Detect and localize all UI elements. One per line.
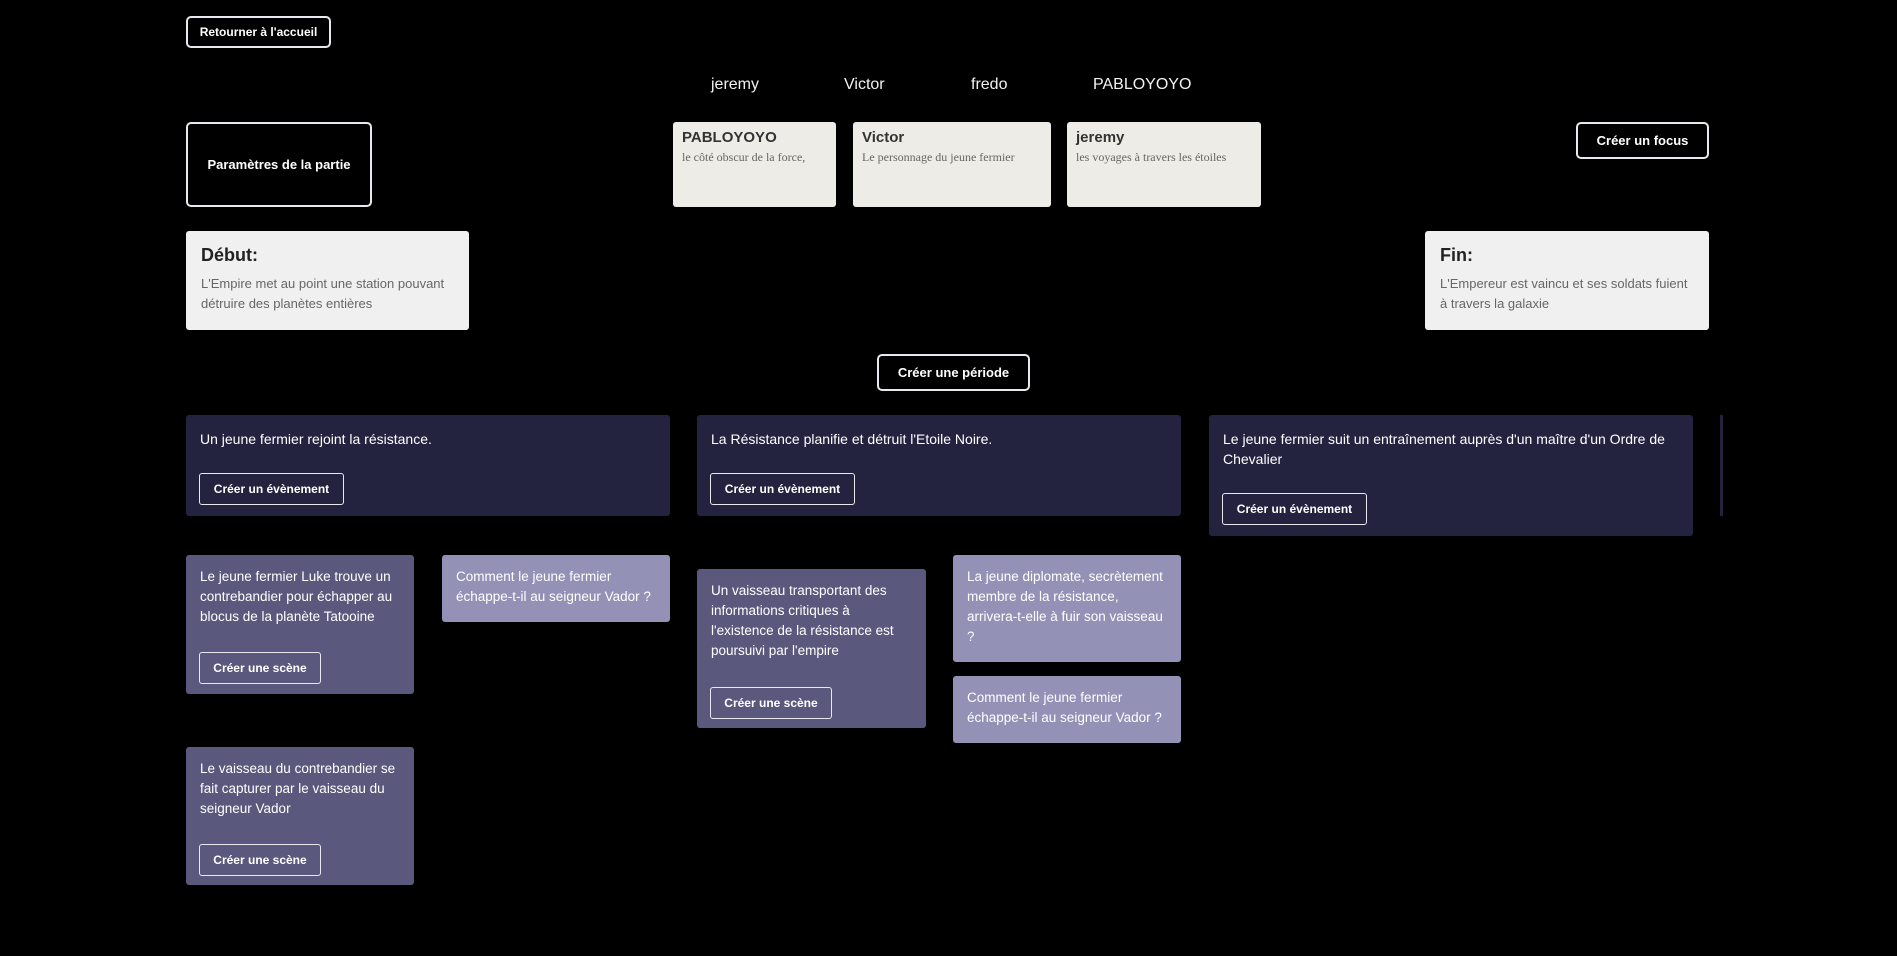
focus-description: les voyages à travers les étoiles	[1076, 150, 1227, 164]
end-text: L'Empereur est vaincu et ses soldats fui…	[1440, 276, 1688, 311]
player-name-pabloyoyo: PABLOYOYO	[1093, 76, 1192, 93]
period-text: La Résistance planifie et détruit l'Etoi…	[711, 431, 993, 447]
create-focus-button[interactable]: Créer un focus	[1576, 122, 1709, 159]
period-card[interactable]: La Résistance planifie et détruit l'Etoi…	[697, 415, 1181, 516]
create-scene-button[interactable]: Créer une scène	[710, 687, 832, 719]
event-text: Le vaisseau du contrebandier se fait cap…	[200, 761, 396, 816]
question-card[interactable]: Comment le jeune fermier échappe-t-il au…	[442, 555, 670, 622]
question-text: Comment le jeune fermier échappe-t-il au…	[967, 690, 1162, 725]
player-name-fredo: fredo	[971, 76, 1008, 93]
focus-name: Victor	[862, 129, 905, 146]
focus-description: le côté obscur de la force,	[682, 150, 806, 164]
create-event-button[interactable]: Créer un évènement	[1222, 493, 1367, 525]
create-event-button[interactable]: Créer un évènement	[710, 473, 855, 505]
back-home-button[interactable]: Retourner à l'accueil	[186, 16, 331, 48]
event-card[interactable]: Un vaisseau transportant des information…	[697, 569, 926, 728]
end-title: Fin:	[1440, 245, 1473, 265]
end-card: Fin: L'Empereur est vaincu et ses soldat…	[1425, 231, 1709, 330]
period-card-edge	[1720, 415, 1723, 516]
start-text: L'Empire met au point une station pouvan…	[201, 276, 445, 311]
game-settings-button[interactable]: Paramètres de la partie	[186, 122, 372, 207]
focus-card[interactable]: PABLOYOYO le côté obscur de la force,	[673, 122, 836, 207]
focus-name: jeremy	[1076, 129, 1125, 146]
event-card[interactable]: Le jeune fermier Luke trouve un contreba…	[186, 555, 414, 694]
focus-name: PABLOYOYO	[682, 129, 777, 146]
create-scene-button[interactable]: Créer une scène	[199, 844, 321, 876]
focus-card[interactable]: Victor Le personnage du jeune fermier	[853, 122, 1051, 207]
period-card[interactable]: Le jeune fermier suit un entraînement au…	[1209, 415, 1693, 536]
start-title: Début:	[201, 245, 258, 265]
question-text: La jeune diplomate, secrètement membre d…	[967, 569, 1163, 644]
create-scene-button[interactable]: Créer une scène	[199, 652, 321, 684]
event-text: Un vaisseau transportant des information…	[711, 583, 894, 658]
period-text: Un jeune fermier rejoint la résistance.	[200, 431, 432, 447]
period-text: Le jeune fermier suit un entraînement au…	[1223, 431, 1665, 467]
question-text: Comment le jeune fermier échappe-t-il au…	[456, 569, 651, 604]
player-name-victor: Victor	[844, 76, 885, 93]
create-period-button[interactable]: Créer une période	[877, 354, 1030, 391]
focus-card[interactable]: jeremy les voyages à travers les étoiles	[1067, 122, 1261, 207]
period-card[interactable]: Un jeune fermier rejoint la résistance. …	[186, 415, 670, 516]
question-card[interactable]: Comment le jeune fermier échappe-t-il au…	[953, 676, 1181, 743]
player-name-jeremy: jeremy	[711, 76, 760, 93]
start-card: Début: L'Empire met au point une station…	[186, 231, 469, 330]
focus-description: Le personnage du jeune fermier	[862, 150, 1015, 164]
create-event-button[interactable]: Créer un évènement	[199, 473, 344, 505]
event-text: Le jeune fermier Luke trouve un contreba…	[200, 569, 393, 624]
event-card[interactable]: Le vaisseau du contrebandier se fait cap…	[186, 747, 414, 885]
question-card[interactable]: La jeune diplomate, secrètement membre d…	[953, 555, 1181, 662]
